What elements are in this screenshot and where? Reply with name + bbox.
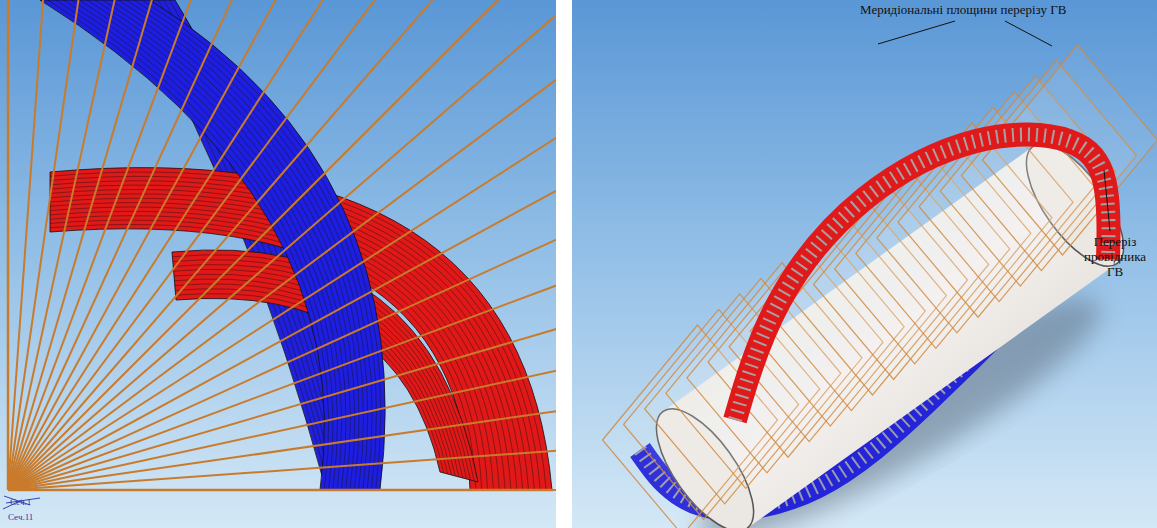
meridional-plane-trace [8,0,274,490]
winding-plan-view [3,0,556,509]
meridional-plane-trace [8,0,372,490]
meridional-plane-trace [8,0,556,490]
axis-line [7,0,10,490]
leader-line [878,21,955,44]
callout-label: Переріз провідника ГВ [1078,235,1152,280]
meridional-plane-trace [8,0,222,490]
meridional-plane-trace [8,489,556,491]
conductor-strand [95,0,355,490]
meridional-plane-trace [8,0,506,490]
conductor-strand [48,0,329,490]
conductor-section-ticks [735,135,1109,420]
section-label: Сеч.11 [8,512,68,522]
meridional-plane-trace [8,436,556,490]
meridional-plane-trace [8,0,324,490]
meridional-plane-trace [8,382,556,490]
meridional-plane-trace [8,0,419,490]
meridional-plane-trace [8,0,62,490]
meridional-plane-trace [8,0,170,490]
meridional-plane-trace [8,0,116,490]
leader-line [1005,21,1052,46]
axis-line [8,489,553,492]
conductor-strand [50,203,505,490]
conductor-strand [87,0,350,490]
meridional-plane-trace [8,224,556,490]
right-background [572,0,1157,528]
conductor-strand [119,0,368,490]
section-label: Сеч.1 [10,497,70,507]
meridional-plane-trace [7,0,9,490]
callout-label: Меридіональні площини перерізу ГВ [860,3,1075,18]
meridional-plane-trace [8,174,556,490]
meridional-plane-trace [8,35,556,490]
leader-line [1104,170,1110,231]
winding-3d-view [603,21,1157,528]
red-conductor [735,135,1109,420]
